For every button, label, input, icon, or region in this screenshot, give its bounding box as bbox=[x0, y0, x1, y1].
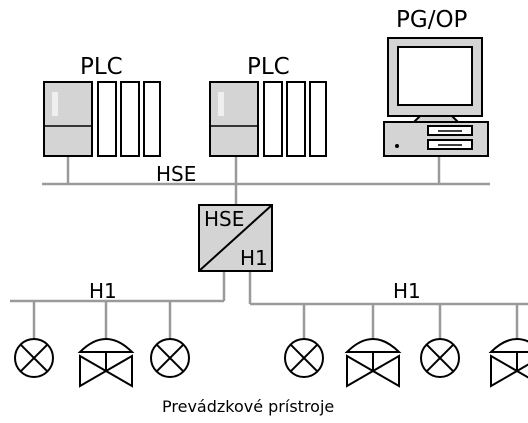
plc-right bbox=[209, 81, 327, 157]
plc-right-label: PLC bbox=[247, 54, 290, 80]
indicator-icon bbox=[150, 338, 190, 378]
plc-left bbox=[43, 81, 161, 157]
indicator-icon bbox=[420, 338, 460, 378]
pgop-computer bbox=[383, 37, 489, 157]
indicator-icon bbox=[284, 338, 324, 378]
hse-bus-label: HSE bbox=[156, 162, 197, 186]
hse-bus bbox=[42, 156, 490, 205]
valve-icon bbox=[344, 338, 402, 388]
indicator-icon bbox=[14, 338, 54, 378]
h1-left-label: H1 bbox=[89, 279, 117, 303]
field-devices-label: Prevádzkové prístroje bbox=[162, 397, 335, 416]
plc-left-label: PLC bbox=[80, 54, 123, 80]
field-devices bbox=[14, 338, 528, 388]
gateway-bottom-label: H1 bbox=[240, 246, 268, 270]
h1-bus bbox=[10, 271, 528, 340]
pgop-label: PG/OP bbox=[396, 7, 468, 33]
gateway-hse-h1 bbox=[198, 204, 273, 272]
h1-right-label: H1 bbox=[393, 279, 421, 303]
valve-icon bbox=[77, 338, 135, 388]
valve-icon bbox=[488, 338, 528, 388]
gateway-top-label: HSE bbox=[204, 207, 245, 231]
